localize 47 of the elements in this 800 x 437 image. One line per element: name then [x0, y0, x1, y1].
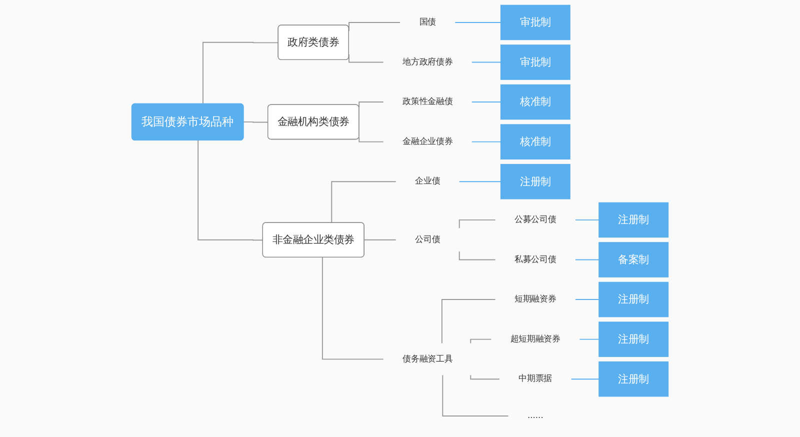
connector — [322, 257, 384, 360]
node-text: 国债 — [419, 17, 436, 28]
node-text: 短期融资券 — [514, 294, 556, 304]
node-text: 金融企业债券 — [402, 136, 453, 146]
node-text: 超短期融资券 — [510, 334, 560, 344]
connector — [471, 141, 502, 142]
connector — [471, 102, 502, 103]
connector — [575, 299, 600, 300]
connector — [458, 219, 496, 229]
connector — [458, 251, 496, 260]
node-box: 审批制 — [500, 4, 570, 40]
connector — [243, 121, 269, 123]
connector — [358, 136, 384, 142]
node-text: 私募公司债 — [514, 254, 556, 264]
node-box: 注册制 — [598, 361, 669, 397]
node-box: 注册制 — [598, 202, 669, 238]
node-text: ...... — [527, 411, 544, 421]
connector — [579, 338, 600, 340]
connector — [458, 181, 502, 182]
node-text: 地方政府债券 — [402, 57, 453, 67]
node-text: 企业债 — [415, 176, 440, 186]
connector — [442, 374, 509, 416]
connector — [202, 42, 279, 104]
node-text: 中期票据 — [518, 374, 552, 384]
node-box: 注册制 — [598, 322, 669, 357]
node-box: 核准制 — [500, 124, 570, 160]
connector — [575, 219, 600, 220]
node-box: 审批制 — [500, 44, 570, 80]
connector — [570, 378, 600, 380]
connector — [358, 102, 384, 108]
connector — [470, 338, 492, 344]
connector — [471, 62, 502, 63]
connector — [575, 259, 600, 260]
connector — [470, 374, 500, 380]
node-text: 公募公司债 — [514, 214, 556, 225]
connector — [441, 299, 496, 344]
node-box: 注册制 — [598, 282, 669, 318]
node-text: 公司债 — [415, 234, 440, 244]
connector — [454, 22, 502, 23]
node-text: 债务融资工具 — [402, 354, 453, 364]
node-box: 备案制 — [598, 242, 669, 278]
connector — [364, 239, 396, 241]
connector — [198, 140, 264, 241]
node-box: 注册制 — [500, 164, 570, 200]
connector — [331, 181, 396, 224]
node-box: 核准制 — [500, 84, 570, 120]
node-text: 政策性金融债 — [402, 97, 453, 107]
